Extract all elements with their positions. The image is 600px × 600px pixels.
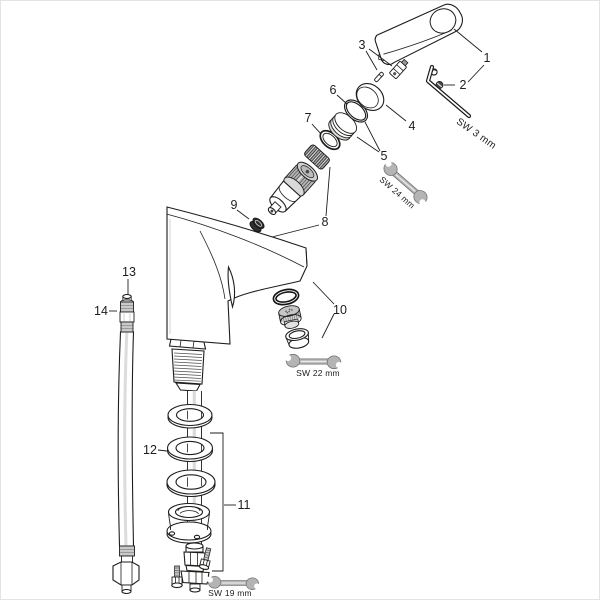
base-seal (249, 217, 265, 233)
leader-9 (236, 209, 250, 220)
shank-end-fittings (171, 542, 212, 593)
cartridge (267, 161, 319, 216)
mounting-screw (171, 565, 183, 589)
part-label-9: 9 (231, 198, 238, 212)
open-end-wrench-19 (204, 574, 263, 592)
leader-7 (311, 123, 322, 135)
mounting-nut (166, 502, 212, 544)
handle (374, 3, 463, 65)
leader-8 (271, 166, 331, 238)
leader-1a (453, 28, 483, 53)
aerator-oring (272, 288, 300, 306)
leader-4 (385, 104, 407, 122)
supply-hose (112, 293, 140, 595)
cap (355, 83, 385, 111)
part-label-8: 8 (322, 215, 329, 229)
faucet-body (166, 206, 308, 345)
leader-lines (109, 28, 485, 572)
leader-12 (157, 449, 168, 452)
cartridge-nut (304, 144, 330, 170)
handle-screw-fitting (389, 58, 409, 79)
washer-top (167, 403, 213, 429)
open-end-wrench-22 (282, 352, 345, 371)
leader-5 (356, 121, 381, 153)
washer-middle (166, 436, 214, 463)
part-label-11: 11 (238, 498, 251, 512)
part-label-4: 4 (409, 119, 416, 133)
part-label-10: 10 (333, 303, 347, 317)
part-label-12: 12 (143, 443, 157, 457)
washer-bottom (166, 469, 216, 498)
part-label-2: 2 (460, 78, 467, 92)
part-labels: 1 2 3 4 5 6 7 8 9 10 11 12 13 14 (94, 38, 490, 512)
tool-label-sw19: SW 19 mm (208, 588, 252, 598)
handle-pin (374, 71, 384, 83)
part-label-5: 5 (381, 149, 388, 163)
part-label-3: 3 (359, 38, 366, 52)
part-label-6: 6 (330, 83, 337, 97)
part-label-14: 14 (94, 304, 108, 318)
leader-3 (365, 48, 393, 71)
part-label-7: 7 (305, 111, 312, 125)
leader-6 (336, 94, 348, 105)
aerator-insert (278, 305, 302, 329)
bracket-11 (210, 432, 224, 572)
leader-10 (312, 281, 335, 339)
tool-label-sw22: SW 22 mm (296, 368, 340, 378)
part-label-13: 13 (122, 265, 136, 279)
leader-1b (467, 64, 485, 83)
aerator-housing (285, 328, 310, 349)
part-label-1: 1 (484, 51, 491, 65)
allen-key (425, 64, 472, 119)
side-screw (198, 547, 212, 570)
